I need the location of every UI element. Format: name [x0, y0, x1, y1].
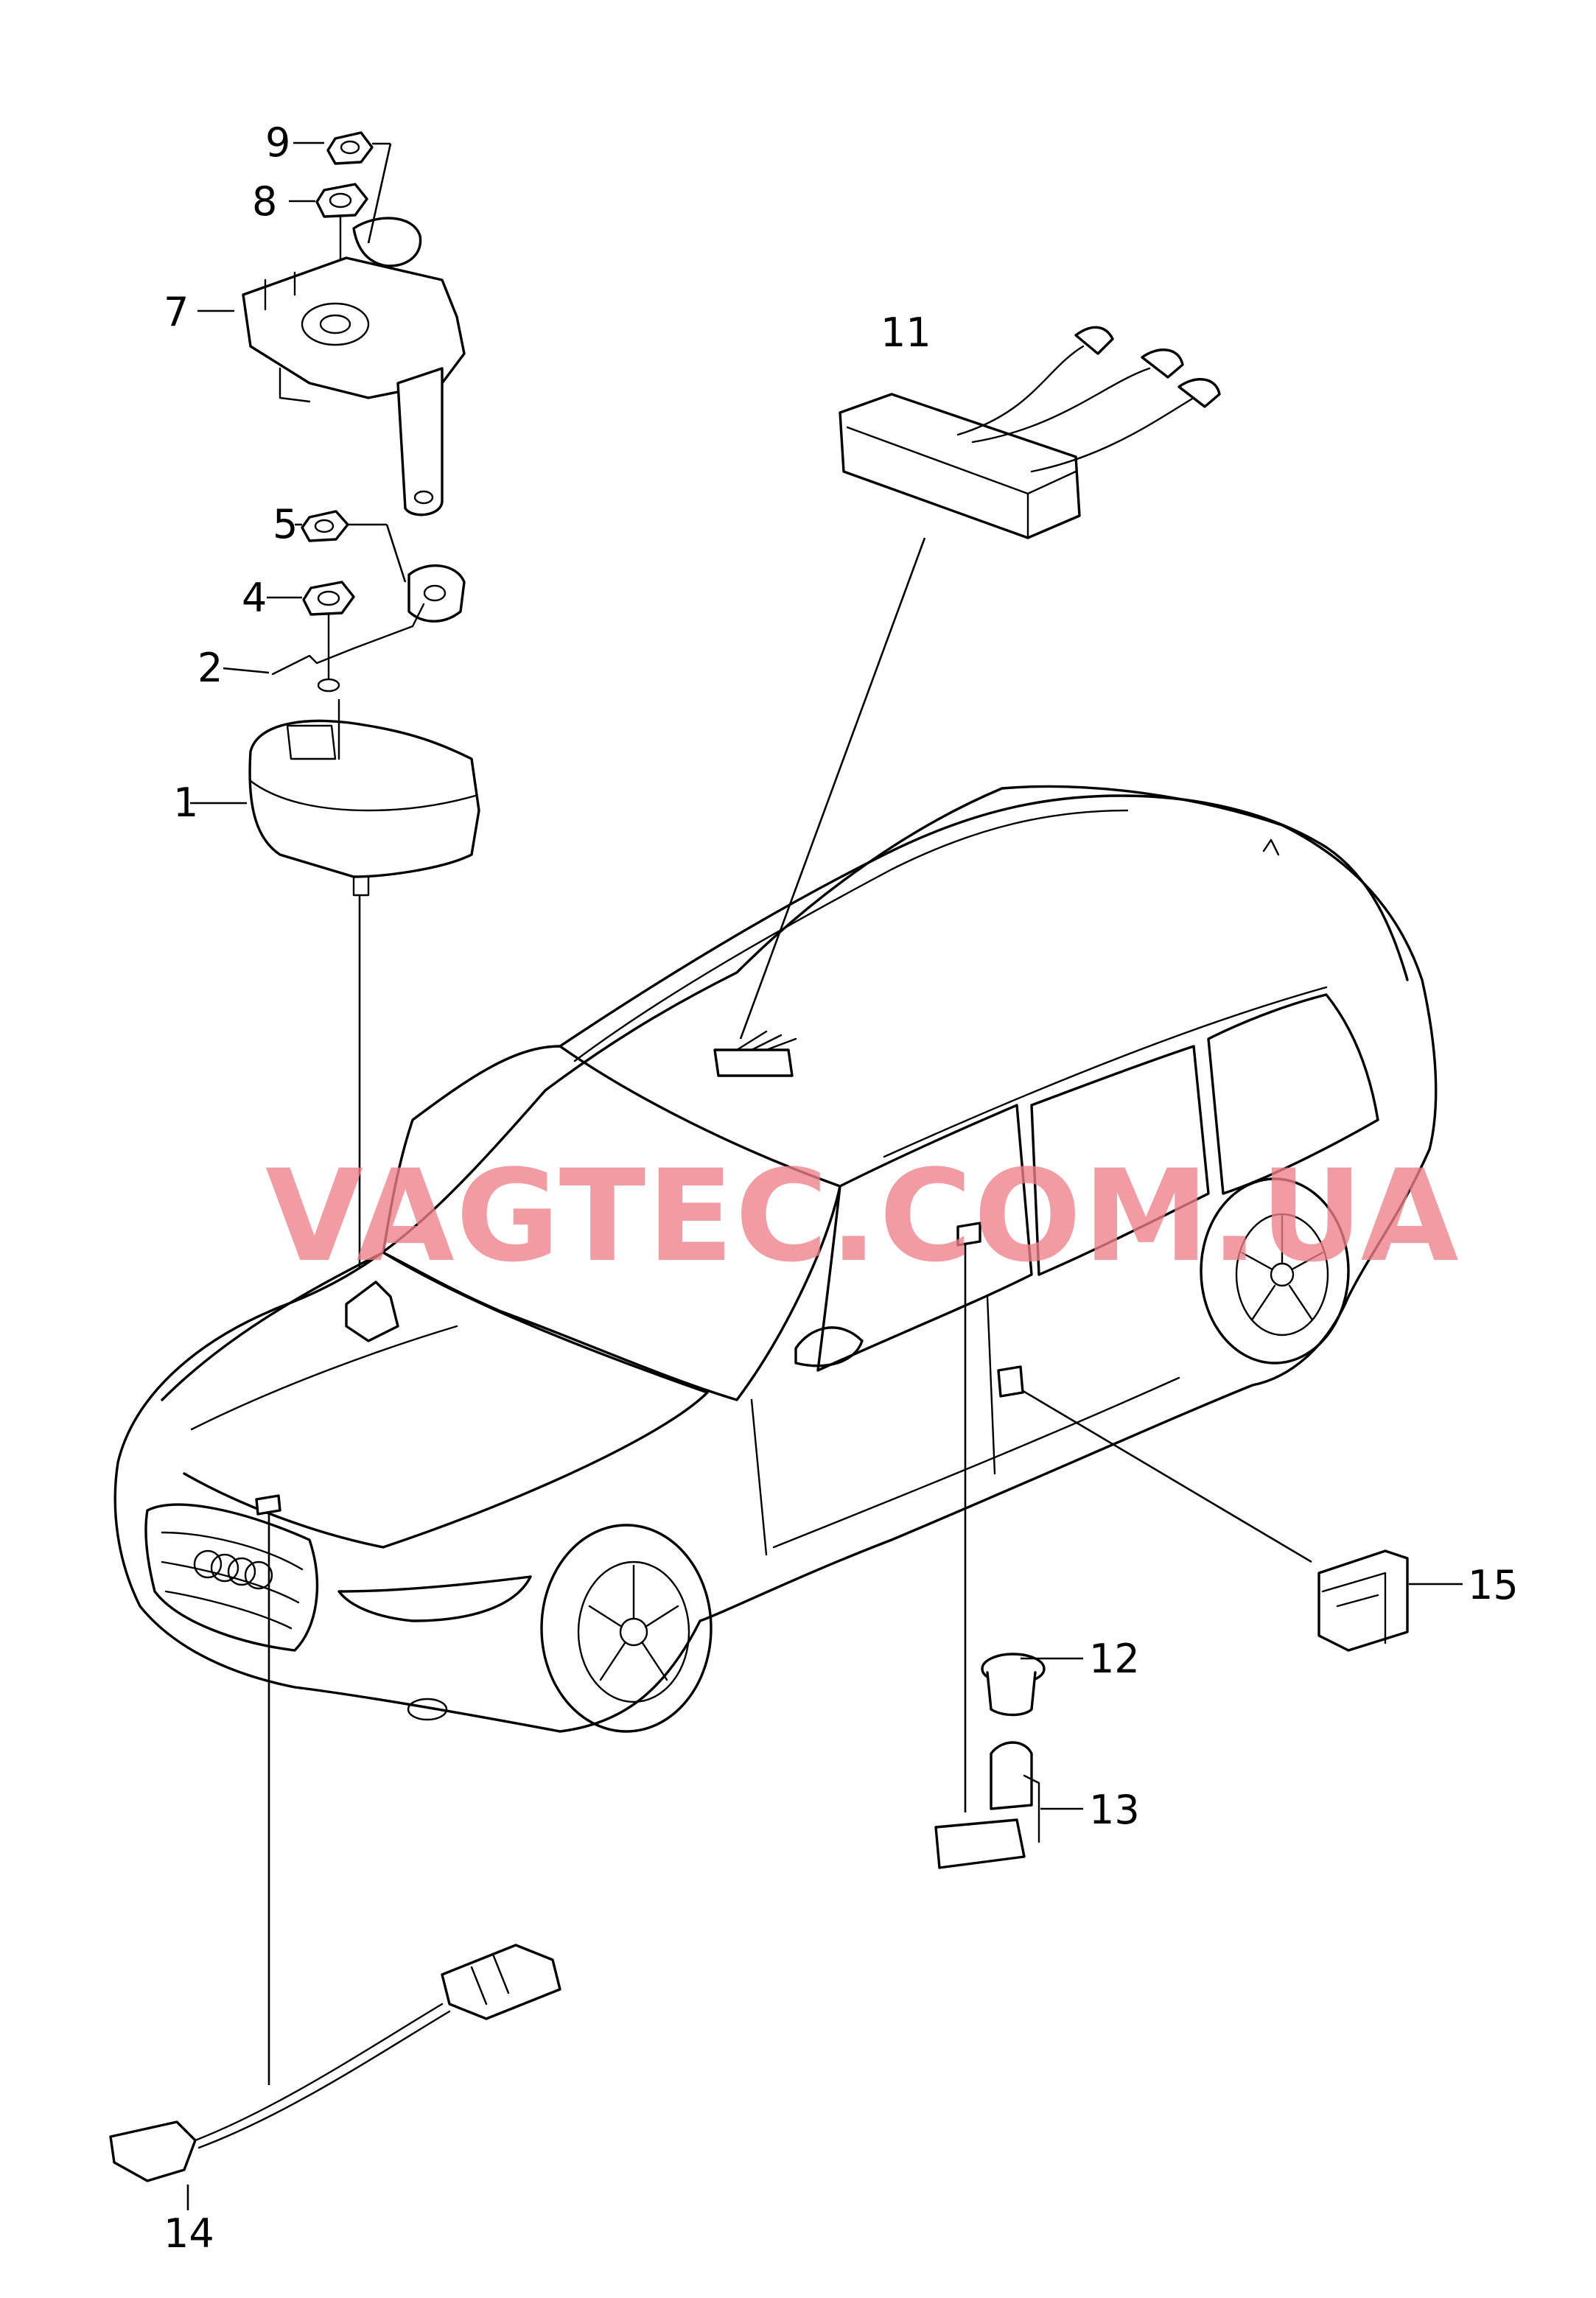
callout-13: 13 [1089, 1787, 1140, 1833]
part-nut-small-lower [301, 510, 349, 542]
callout-11: 11 [881, 309, 931, 356]
callout-1: 1 [173, 780, 198, 826]
callout-2: 2 [197, 645, 223, 691]
callout-4: 4 [242, 575, 267, 621]
part-nut-small [326, 131, 374, 165]
part-sensor [934, 1741, 1040, 1869]
callout-7: 7 [164, 289, 189, 335]
location-markers [255, 1030, 1024, 1516]
watermark-text: VAGTEC.COM.UA [265, 1142, 1460, 1290]
part-module-with-antenna-leads [839, 326, 1221, 539]
callout-14: 14 [164, 2210, 214, 2257]
part-control-unit [248, 698, 480, 897]
part-mounting-plate [407, 564, 466, 623]
part-wiring-harness [109, 1944, 561, 2182]
part-grommet [981, 1653, 1046, 1717]
part-connector-block [1317, 1549, 1409, 1652]
callout-5: 5 [273, 501, 298, 547]
callout-12: 12 [1089, 1636, 1140, 1682]
part-nut-washer [302, 581, 355, 693]
callout-labels: 9 8 7 5 4 2 1 11 12 13 14 15 [164, 119, 1519, 2257]
vehicle-illustration [113, 785, 1438, 1733]
callout-8: 8 [252, 178, 277, 225]
part-wire-strap [271, 603, 425, 676]
part-bracket [242, 217, 466, 516]
leader-lines [186, 141, 1463, 2210]
callout-9: 9 [265, 119, 290, 166]
callout-15: 15 [1468, 1562, 1519, 1608]
